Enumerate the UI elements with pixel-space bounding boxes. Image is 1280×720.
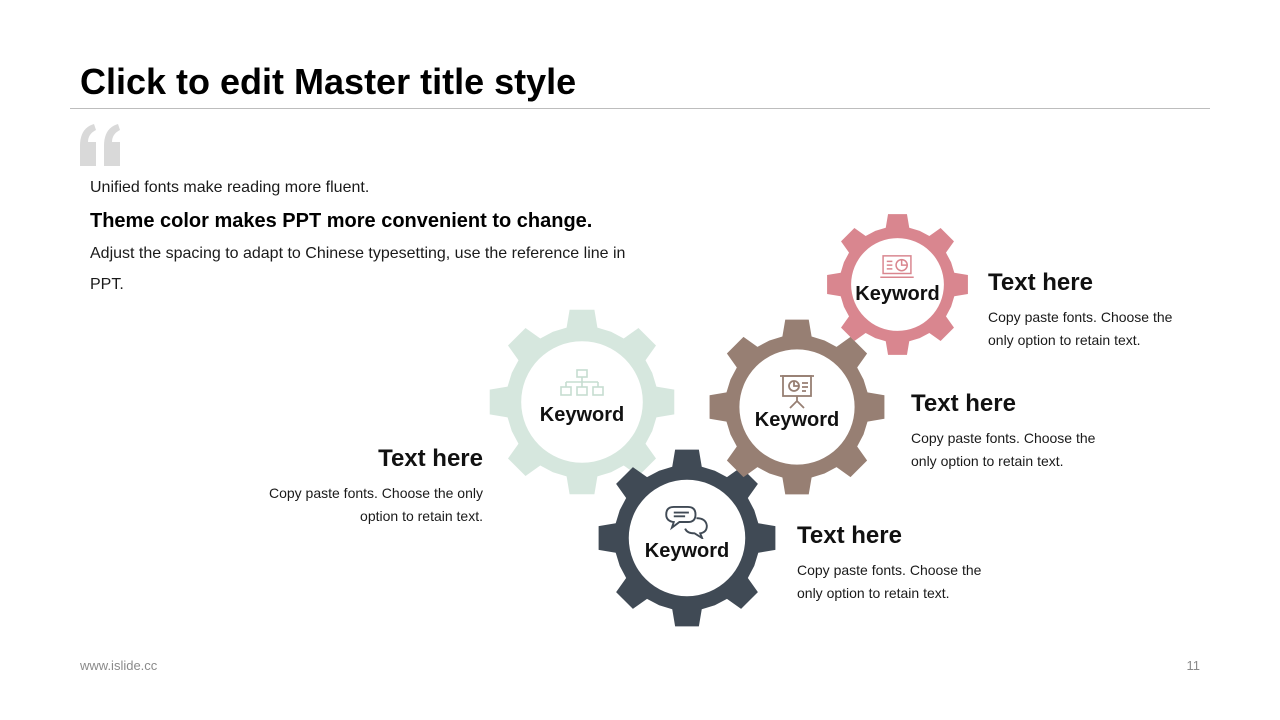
gear-slate[interactable]: Keyword [596, 447, 778, 629]
chat-bubbles-icon [665, 505, 708, 539]
laptop-chart-icon [880, 255, 914, 278]
text-block-slate: Text here Copy paste fonts. Choose the o… [797, 521, 1007, 605]
text-block-taupe: Text here Copy paste fonts. Choose the o… [911, 389, 1121, 473]
gear-mint-teeth [489, 309, 675, 495]
presentation-board-icon [780, 375, 814, 409]
gear-taupe-shape [709, 319, 885, 495]
text-block-taupe-heading[interactable]: Text here [911, 390, 1016, 417]
text-block-slate-heading[interactable]: Text here [797, 522, 902, 549]
gear-mint-label[interactable]: Keyword [539, 404, 625, 426]
quote-mark-icon [80, 124, 120, 166]
intro-text: Unified fonts make reading more fluent. … [90, 176, 630, 300]
intro-line-2[interactable]: Theme color makes PPT more convenient to… [90, 210, 593, 232]
text-block-left-heading[interactable]: Text here [378, 445, 483, 472]
gear-rose-label[interactable]: Keyword [855, 283, 940, 305]
title-divider [70, 108, 1210, 109]
text-block-rose: Text here Copy paste fonts. Choose the o… [988, 268, 1198, 352]
hierarchy-icon [560, 369, 604, 396]
text-block-slate-body[interactable]: Copy paste fonts. Choose the only option… [797, 562, 982, 601]
intro-line-3[interactable]: Adjust the spacing to adapt to Chinese t… [90, 245, 626, 293]
gear-slate-teeth [598, 449, 776, 627]
text-block-rose-body[interactable]: Copy paste fonts. Choose the only option… [988, 309, 1173, 348]
gear-taupe[interactable]: Keyword [707, 317, 887, 497]
slide-title[interactable]: Click to edit Master title style [80, 61, 577, 102]
text-block-left: Text here Copy paste fonts. Choose the o… [263, 444, 483, 528]
gear-taupe-teeth [709, 319, 885, 495]
footer-url: www.islide.cc [80, 658, 158, 673]
text-block-rose-heading[interactable]: Text here [988, 269, 1093, 296]
text-block-left-body[interactable]: Copy paste fonts. Choose the only option… [268, 485, 483, 524]
gear-slate-label[interactable]: Keyword [644, 540, 730, 562]
gear-slate-shape [598, 449, 776, 627]
gear-rose-shape [827, 214, 968, 355]
page-number: 11 [1186, 658, 1201, 673]
gear-rose-teeth [827, 214, 968, 355]
gear-rose[interactable]: Keyword [825, 212, 970, 357]
gear-mint[interactable]: Keyword [487, 307, 677, 497]
gear-taupe-label[interactable]: Keyword [754, 409, 840, 431]
text-block-taupe-body[interactable]: Copy paste fonts. Choose the only option… [911, 430, 1096, 469]
intro-line-1[interactable]: Unified fonts make reading more fluent. [90, 179, 370, 196]
gear-mint-shape [489, 309, 675, 495]
